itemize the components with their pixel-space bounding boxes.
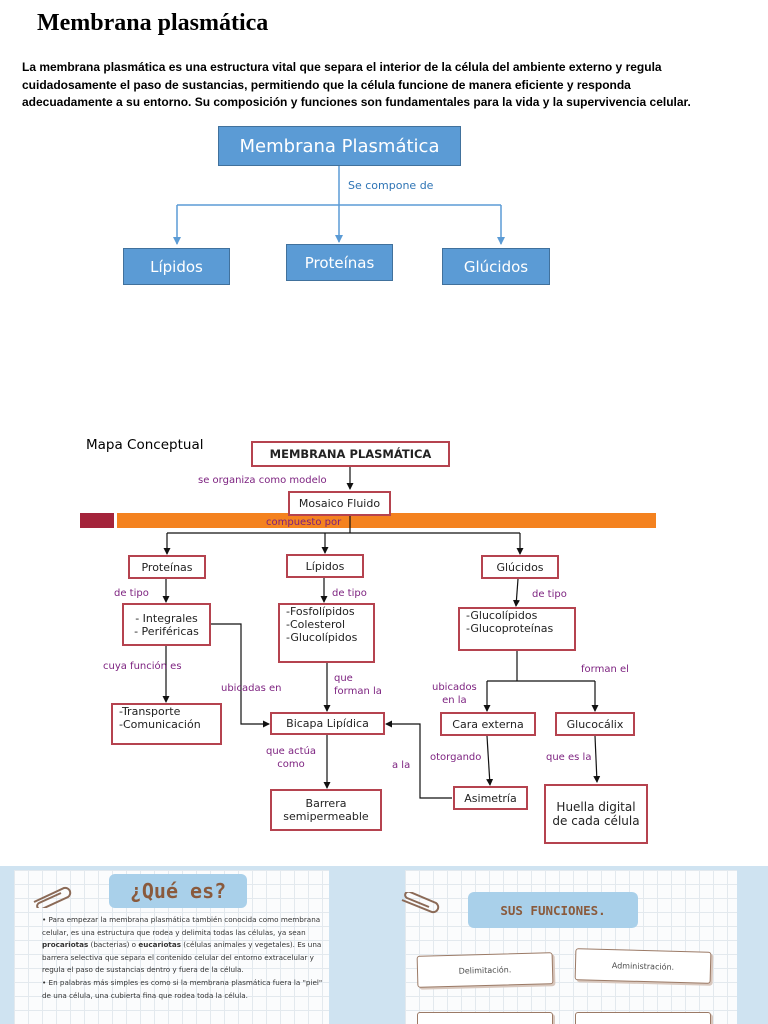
funcion-box-3 <box>417 1012 553 1024</box>
concept-map-connectors <box>162 467 601 799</box>
decor-bar-red <box>80 513 114 528</box>
label-que-forman-la: que forman la <box>334 672 382 698</box>
node-huella: Huella digital de cada célula <box>544 784 648 844</box>
diagram1-lines <box>173 166 505 245</box>
node-lipidos: Lípidos <box>286 554 364 578</box>
node-glucocalix: Glucocálix <box>555 712 635 736</box>
label-ubicados-line1: ubicados <box>432 682 477 693</box>
node-proteinas: Proteínas <box>128 555 206 579</box>
node-fosfolipidos: -Fosfolípidos -Colesterol -Glucolípidos <box>278 603 375 663</box>
node-membrana: MEMBRANA PLASMÁTICA <box>251 441 450 467</box>
label-de-tipo-glucidos: de tipo <box>532 589 567 600</box>
node-barrera: Barrera semipermeable <box>270 789 382 831</box>
label-otorgando: otorgando <box>430 752 482 763</box>
diagram1-child-glucidos: Glúcidos <box>442 248 550 285</box>
diagram1-connector-label: Se compone de <box>348 179 434 192</box>
bullet1-text-b: (bacterias) o <box>88 940 139 950</box>
concept-map-heading: Mapa Conceptual <box>86 437 204 453</box>
label-a-la: a la <box>392 760 411 771</box>
label-de-tipo-lipidos: de tipo <box>332 588 367 599</box>
node-huella-line1: Huella digital <box>556 800 636 814</box>
node-integrales-line1: - Integrales <box>135 611 198 625</box>
node-glucolipidos: -Glucolípidos -Glucoproteínas <box>458 607 576 651</box>
node-fosfolipidos-line1: -Fosfolípidos <box>286 605 355 618</box>
label-forman-el: forman el <box>581 664 629 675</box>
label-organiza: se organiza como modelo <box>198 475 327 486</box>
node-integrales: - Integrales - Periféricas <box>122 603 211 646</box>
node-fosfolipidos-line3: -Glucolípidos <box>286 631 358 644</box>
bullet1-eucariotas: eucariotas <box>138 940 181 950</box>
funcion-administracion: Administración. <box>574 948 712 984</box>
diagram1-connectors <box>173 166 505 245</box>
label-ubicados-line2: en la <box>442 695 467 706</box>
node-huella-line2: de cada célula <box>552 814 640 828</box>
node-transporte-line1: -Transporte <box>119 705 181 718</box>
slide-que-es-bullet-2: • En palabras más simples es como si la … <box>42 977 323 1000</box>
bullet1-text-a: Para empezar la membrana plasmática tamb… <box>42 915 321 937</box>
label-que-actua-como: que actúa como <box>266 745 316 771</box>
label-cuya-funcion: cuya función es <box>103 661 182 672</box>
paperclip-icon <box>401 892 440 914</box>
bullet1-text-c: (células animales y vegetales). Es una b… <box>42 940 322 975</box>
diagram1-child-lipidos: Lípidos <box>123 248 230 285</box>
slide-que-es-text: • Para empezar la membrana plasmática ta… <box>42 914 327 1002</box>
node-glucolipidos-line1: -Glucolípidos <box>466 609 538 622</box>
funcion-delimitacion: Delimitación. <box>416 952 554 988</box>
intro-paragraph: La membrana plasmática es una estructura… <box>22 60 691 109</box>
label-que-forman-la-line2: forman la <box>334 686 382 697</box>
decor-bar-orange <box>117 513 656 528</box>
funcion-box-4 <box>575 1012 711 1024</box>
bullet1-procariotas: procariotas <box>42 940 89 950</box>
slide-funciones-title: SUS FUNCIONES. <box>468 892 638 928</box>
node-glucolipidos-line2: -Glucoproteínas <box>466 622 554 635</box>
slide-que-es: ¿Qué es? • Para empezar la membrana plas… <box>14 870 329 1024</box>
paperclip-icon <box>33 886 72 908</box>
label-compuesto: compuesto por <box>266 517 342 528</box>
node-integrales-line2: - Periféricas <box>134 624 199 638</box>
label-que-forman-la-line1: que <box>334 673 353 684</box>
label-que-actua-line2: como <box>277 759 305 770</box>
node-barrera-line2: semipermeable <box>283 810 369 823</box>
diagram1-root-box: Membrana Plasmática <box>218 126 461 166</box>
label-de-tipo-proteinas: de tipo <box>114 588 149 599</box>
slide-funciones: SUS FUNCIONES. Delimitación. Administrac… <box>405 870 737 1024</box>
diagram1-child-proteinas: Proteínas <box>286 244 393 281</box>
node-glucidos: Glúcidos <box>481 555 559 579</box>
bottom-slides-band: ¿Qué es? • Para empezar la membrana plas… <box>0 866 768 1024</box>
label-que-es-la: que es la <box>546 752 592 763</box>
node-transporte: -Transporte -Comunicación <box>111 703 222 745</box>
label-ubicadas-en: ubicadas en <box>221 683 282 694</box>
document-title: Membrana plasmática <box>37 10 269 36</box>
concept-map: Mapa Conceptual <box>80 433 656 845</box>
node-asimetria: Asimetría <box>453 786 528 810</box>
bullet2-text: En palabras más simples es como si la me… <box>42 977 323 1000</box>
node-bicapa: Bicapa Lipídica <box>270 712 385 735</box>
slide-que-es-title: ¿Qué es? <box>109 874 247 908</box>
node-mosaico: Mosaico Fluido <box>288 491 391 516</box>
label-que-actua-line1: que actúa <box>266 746 317 757</box>
node-barrera-line1: Barrera <box>305 797 347 810</box>
slide-que-es-bullet-1: • Para empezar la membrana plasmática ta… <box>42 915 322 975</box>
node-cara-externa: Cara externa <box>440 712 536 736</box>
node-fosfolipidos-line2: -Colesterol <box>286 618 346 631</box>
label-ubicados-en-la: ubicados en la <box>432 681 477 707</box>
node-transporte-line2: -Comunicación <box>119 718 201 731</box>
